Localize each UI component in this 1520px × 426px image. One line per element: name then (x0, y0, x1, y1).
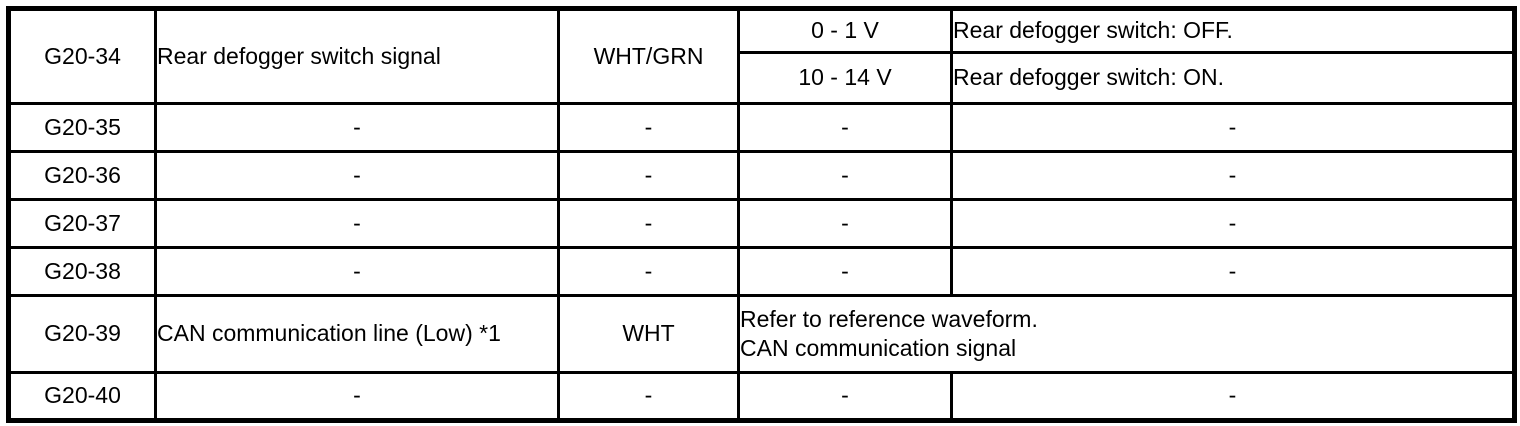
condition-cell: - (950, 246, 1516, 297)
table-row: G20-40 - - - - (7, 371, 1516, 422)
table-row: G20-38 - - - - (7, 246, 1516, 297)
waveform-note-line-2: CAN communication signal (740, 335, 1017, 361)
table-row: 10 - 14 V Rear defogger switch: ON. (9, 51, 1516, 105)
voltage-cell: - (737, 198, 953, 249)
voltage-cell: 10 - 14 V (737, 51, 953, 105)
table-row: G20-39 CAN communication line (Low) *1 W… (7, 294, 1516, 374)
table-row: G20-35 - - - - (7, 102, 1516, 153)
signal-description-cell: - (154, 150, 560, 201)
signal-description-cell: Rear defogger switch signal (154, 7, 560, 105)
signal-description-cell: - (154, 246, 560, 297)
voltage-cell: - (737, 246, 953, 297)
signal-description-cell: CAN communication line (Low) *1 (154, 294, 560, 374)
terminal-signal-table: G20-34 Rear defogger switch signal WHT/G… (6, 6, 1517, 423)
wire-color-cell: - (557, 246, 740, 297)
terminal-cell: G20-37 (7, 198, 157, 249)
wire-color-cell: WHT/GRN (557, 7, 740, 105)
wire-color-cell: WHT (557, 294, 740, 374)
terminal-cell: G20-35 (7, 102, 157, 153)
table-row: G20-36 - - - - (7, 150, 1516, 201)
terminal-cell: G20-40 (7, 371, 157, 422)
terminal-cell: G20-39 (7, 294, 157, 374)
voltage-cell: - (737, 102, 953, 153)
voltage-cell: - (737, 371, 953, 422)
terminal-cell: G20-36 (7, 150, 157, 201)
wire-color-cell: - (557, 371, 740, 422)
wire-color-cell: - (557, 150, 740, 201)
table-row: G20-34 Rear defogger switch signal WHT/G… (7, 7, 1516, 105)
wire-color-cell: - (557, 198, 740, 249)
signal-description-cell: - (154, 102, 560, 153)
signal-description-cell: - (154, 371, 560, 422)
waveform-note-line-1: Refer to reference waveform. (740, 305, 1038, 332)
voltage-cell: - (737, 150, 953, 201)
terminal-cell: G20-34 (7, 7, 157, 105)
condition-cell: - (950, 198, 1516, 249)
condition-cell: - (950, 371, 1516, 422)
condition-cell: Rear defogger switch: ON. (950, 51, 1516, 105)
wire-color-cell: - (557, 102, 740, 153)
table-row: G20-37 - - - - (7, 198, 1516, 249)
signal-description-cell: - (154, 198, 560, 249)
terminal-cell: G20-38 (7, 246, 157, 297)
voltage-cell: 0 - 1 V (737, 7, 953, 54)
condition-cell: Rear defogger switch: OFF. (950, 7, 1516, 54)
waveform-note-cell: Refer to reference waveform. CAN communi… (737, 294, 1516, 374)
condition-cell: - (950, 102, 1516, 153)
condition-cell: - (950, 150, 1516, 201)
